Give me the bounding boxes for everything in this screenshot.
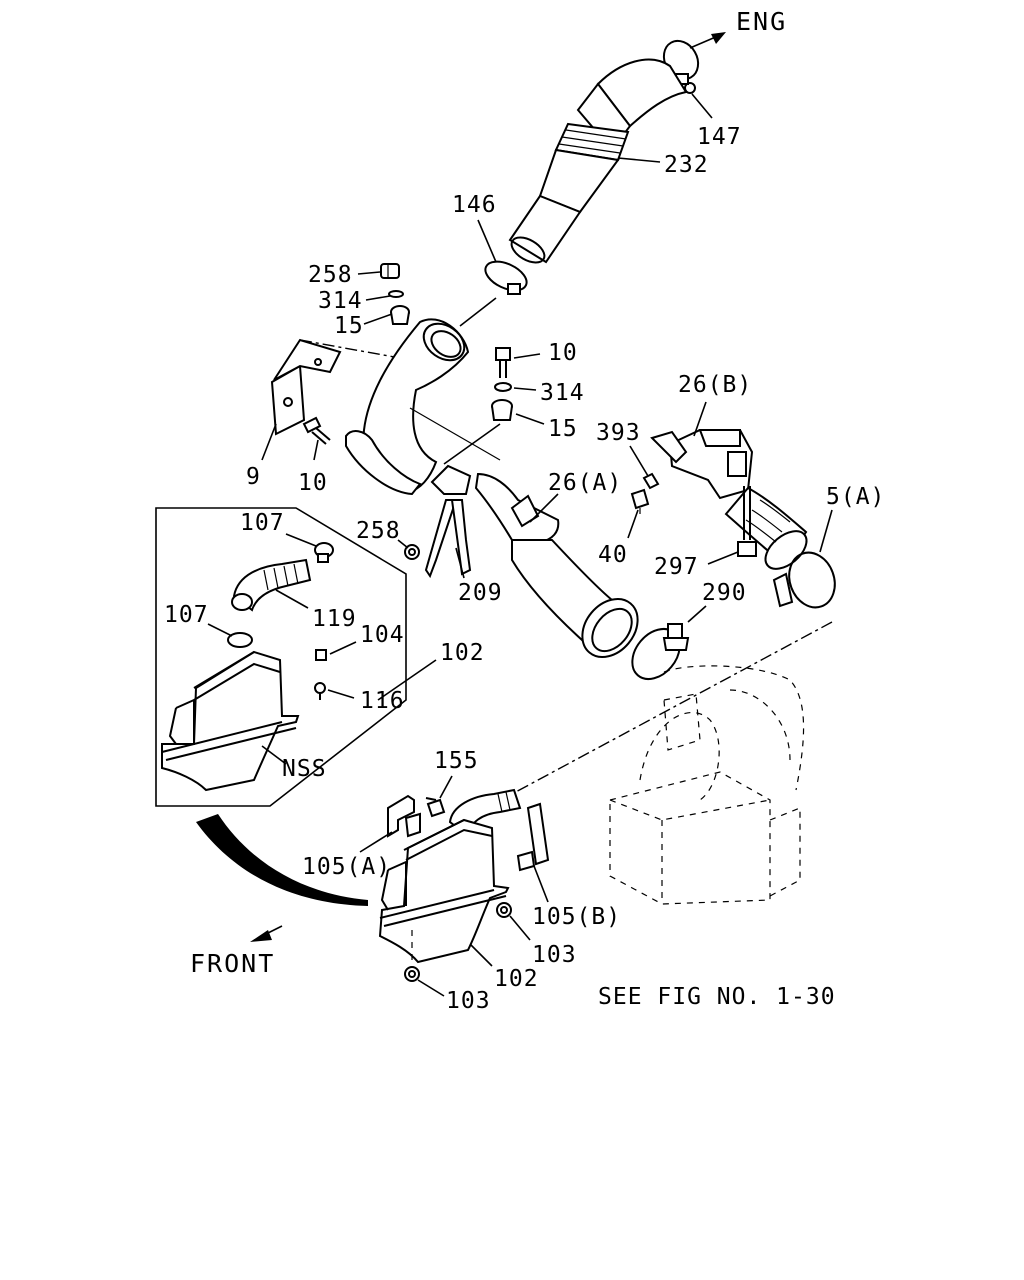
bolt-10-left bbox=[302, 416, 331, 445]
nut-103-right bbox=[496, 902, 512, 918]
callout-232: 232 bbox=[664, 152, 709, 178]
nut-103-bottom bbox=[404, 966, 420, 982]
callout-155: 155 bbox=[434, 748, 479, 774]
callout-15-right: 15 bbox=[548, 416, 578, 442]
hose-232 bbox=[508, 58, 688, 264]
callout-297: 297 bbox=[654, 554, 699, 580]
nut-258-top bbox=[380, 263, 400, 279]
clip-40 bbox=[630, 488, 650, 514]
callout-105a: 105(A) bbox=[302, 854, 391, 880]
callout-9: 9 bbox=[246, 464, 261, 490]
callout-258-mid: 258 bbox=[356, 518, 401, 544]
clamp-146 bbox=[484, 260, 528, 295]
direction-arrow-icon bbox=[711, 32, 726, 44]
bracket-9 bbox=[270, 338, 342, 436]
resonator-box-nss bbox=[161, 650, 300, 792]
clamp-290 bbox=[631, 623, 690, 681]
callout-103-right: 103 bbox=[532, 942, 577, 968]
washer-314-top bbox=[388, 290, 404, 298]
callout-290: 290 bbox=[702, 580, 747, 606]
curved-arrow bbox=[196, 814, 368, 906]
callout-10-right: 10 bbox=[548, 340, 578, 366]
callout-209: 209 bbox=[458, 580, 503, 606]
callout-40: 40 bbox=[598, 542, 628, 568]
engine-direction-arrow bbox=[689, 32, 726, 49]
hose-119 bbox=[231, 558, 312, 612]
nut-258-mid bbox=[404, 544, 420, 560]
resonator-box-lower bbox=[378, 818, 510, 964]
callout-119: 119 bbox=[312, 606, 357, 632]
clip-116 bbox=[314, 682, 326, 700]
washer-314-right bbox=[494, 382, 512, 392]
clamp-107-top bbox=[314, 542, 334, 563]
callout-393: 393 bbox=[596, 420, 641, 446]
bolt-155 bbox=[425, 797, 446, 818]
callout-146: 146 bbox=[452, 192, 497, 218]
callout-26b: 26(B) bbox=[678, 372, 752, 398]
hose-26a bbox=[474, 472, 639, 658]
callout-314-top: 314 bbox=[318, 288, 363, 314]
callout-314-right: 314 bbox=[540, 380, 585, 406]
callout-258-top: 258 bbox=[308, 262, 353, 288]
callout-102-inset: 102 bbox=[440, 640, 485, 666]
grommet-15-right bbox=[491, 399, 513, 421]
resonator-26b bbox=[650, 429, 808, 570]
callout-103-bottom: 103 bbox=[446, 988, 491, 1014]
callout-116: 116 bbox=[360, 688, 405, 714]
callout-107-top: 107 bbox=[240, 510, 285, 536]
nss-inset-frame bbox=[155, 507, 407, 807]
callout-105b: 105(B) bbox=[532, 904, 621, 930]
callout-104: 104 bbox=[360, 622, 405, 648]
clamp-107-left bbox=[227, 632, 253, 648]
callout-26a: 26(A) bbox=[548, 470, 622, 496]
bolt-297 bbox=[737, 486, 757, 557]
eng-label: ENG bbox=[736, 7, 787, 36]
bracket-209 bbox=[424, 464, 472, 579]
front-arrow-icon bbox=[250, 925, 283, 942]
callout-15-top: 15 bbox=[334, 313, 364, 339]
bracket-105b bbox=[516, 802, 550, 872]
air-cleaner-reference bbox=[609, 665, 805, 905]
callout-102-bottom: 102 bbox=[494, 966, 539, 992]
see-fig-label: SEE FIG NO. 1-30 bbox=[598, 984, 836, 1010]
callout-147: 147 bbox=[697, 124, 742, 150]
callout-10-left: 10 bbox=[298, 470, 328, 496]
front-label: FRONT bbox=[190, 949, 275, 978]
cap-104 bbox=[315, 649, 327, 661]
intake-elbow-duct bbox=[345, 318, 470, 496]
callout-107-left: 107 bbox=[164, 602, 209, 628]
pin-393 bbox=[642, 472, 660, 490]
bracket-105a bbox=[387, 794, 421, 838]
clamp-5a bbox=[772, 551, 836, 609]
callout-5a: 5(A) bbox=[826, 484, 885, 510]
grommet-15-top bbox=[390, 305, 410, 325]
nss-label: NSS bbox=[282, 756, 327, 782]
bolt-10-right bbox=[495, 347, 511, 378]
